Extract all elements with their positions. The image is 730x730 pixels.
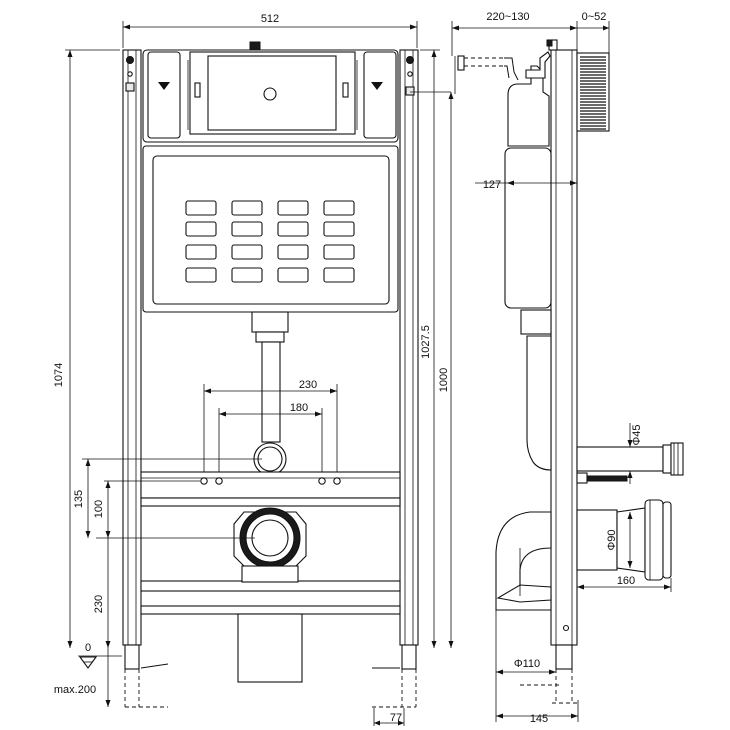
floor-datum: 0 max.200	[54, 642, 122, 707]
cistern-top-housing	[142, 41, 451, 143]
outlet-pipe: Φ90	[576, 499, 672, 581]
panel-slot	[277, 267, 309, 283]
panel-slot	[323, 244, 355, 260]
cistern-tank-panel	[142, 145, 399, 313]
panel-slot	[231, 244, 263, 260]
dim-height-1074: 1074	[53, 49, 120, 648]
inlet-diameter-label: Φ45	[631, 424, 643, 445]
tank-127-label: 127	[483, 179, 501, 191]
dim-depth-range: 220~130 0~52	[451, 11, 610, 56]
panel-slot	[231, 200, 263, 216]
dim-height-1027: 1027.5	[420, 49, 440, 648]
panel-slot	[231, 221, 263, 237]
panel-slot	[277, 200, 309, 216]
height-1074-label: 1074	[53, 363, 65, 387]
flush-plate-slot-grid	[185, 200, 355, 283]
floor-level-triangle-icon	[78, 656, 98, 669]
wall-adjustment-bar	[576, 52, 610, 132]
drain-outlet	[233, 507, 307, 683]
arrow-down-icon	[371, 82, 383, 90]
inlet-pipe: Φ45	[576, 423, 684, 484]
dim-outlet-160: 160	[576, 575, 672, 592]
panel-slot	[323, 267, 355, 283]
dim-lower-heights: 135 100 230	[73, 458, 262, 648]
height-1000-label: 1000	[438, 368, 450, 392]
base-145-label: 145	[530, 713, 548, 725]
outlet-160-label: 160	[617, 575, 635, 587]
max-foot-label: max.200	[54, 684, 96, 696]
dim-foot-77: 77	[373, 708, 405, 726]
depth-range-label: 220~130	[486, 11, 529, 23]
side-frame-upright	[546, 39, 578, 703]
dim-bracket-spacing: 230 180	[203, 379, 338, 475]
offset-range-label: 0~52	[582, 11, 607, 23]
floor-zero-label: 0	[85, 642, 91, 654]
bracket-180-label: 180	[290, 402, 308, 414]
foot-77-label: 77	[390, 712, 402, 724]
width-512-label: 512	[261, 13, 279, 25]
drain-diameter-label: Φ110	[514, 658, 540, 670]
dim-width-512: 512	[122, 13, 418, 48]
outlet-diameter-label: Φ90	[606, 529, 618, 550]
center-standpipe	[251, 311, 289, 476]
panel-slot	[323, 200, 355, 216]
panel-slot	[185, 200, 217, 216]
panel-slot	[231, 267, 263, 283]
cistern-side-profile	[504, 51, 552, 471]
side-view: 220~130 0~52	[451, 11, 684, 725]
panel-slot	[185, 244, 217, 260]
drain-bend-side	[495, 511, 552, 680]
frame-feet	[124, 644, 417, 708]
panel-slot	[185, 221, 217, 237]
wall-bracket	[454, 55, 519, 94]
panel-slot	[277, 244, 309, 260]
height-100-label: 100	[93, 500, 105, 518]
dim-drain-110: Φ110	[496, 658, 560, 686]
arrow-down-icon	[158, 82, 170, 90]
bracket-230-label: 230	[299, 379, 317, 391]
panel-slot	[323, 221, 355, 237]
height-1027-label: 1027.5	[420, 325, 432, 359]
front-view: 512	[53, 13, 454, 726]
dim-height-1000: 1000	[438, 92, 454, 648]
dim-tank-127: 127	[475, 179, 577, 191]
panel-slot	[277, 221, 309, 237]
right-frame-post	[399, 49, 419, 646]
dim-base-145: 145	[495, 680, 579, 725]
height-135-label: 135	[73, 490, 85, 508]
height-230-label: 230	[93, 595, 105, 613]
left-frame-post	[122, 49, 142, 646]
panel-slot	[185, 267, 217, 283]
